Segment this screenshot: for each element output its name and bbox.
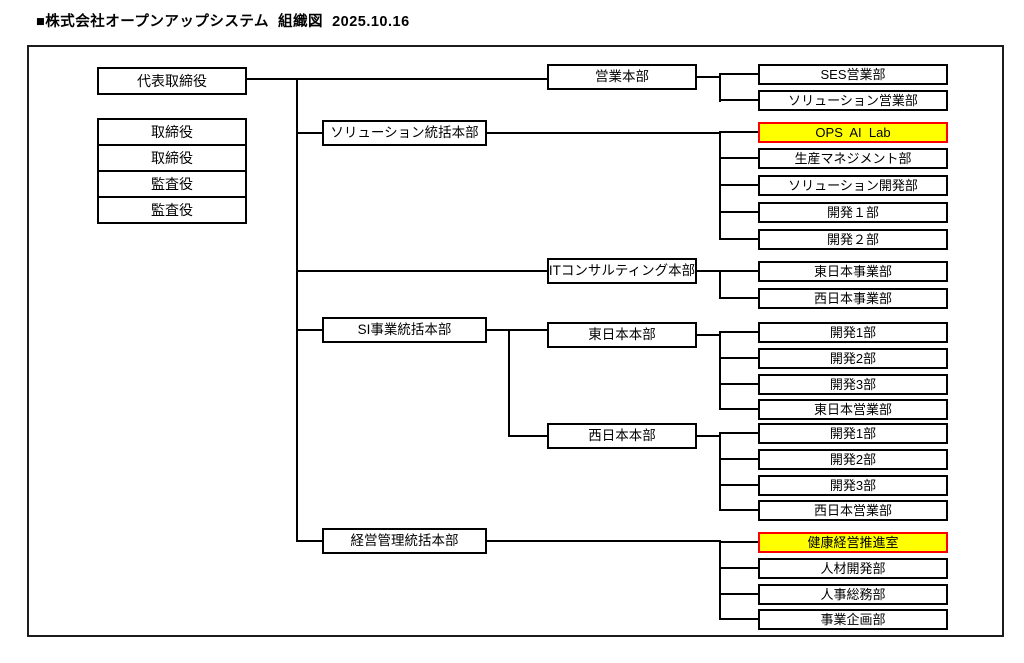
org-node-health-mgmt-office: 健康経営推進室 — [758, 532, 948, 553]
org-node-admin-hq: 経営管理統括本部 — [322, 528, 487, 554]
org-node-si-hq: SI事業統括本部 — [322, 317, 487, 343]
connector-line — [719, 238, 758, 240]
org-node-west-japan-hq: 西日本本部 — [547, 423, 697, 449]
org-node-ops-ai-lab: OPS AI Lab — [758, 122, 948, 143]
org-node-auditor: 監査役 — [97, 170, 247, 198]
connector-line — [719, 484, 758, 486]
connector-line — [719, 99, 758, 101]
org-node-east-dev3-dept: 開発3部 — [758, 374, 948, 395]
connector-line — [719, 331, 721, 410]
connector-line — [719, 331, 758, 333]
connector-line — [487, 132, 721, 134]
org-node-west-dev2-dept: 開発2部 — [758, 449, 948, 470]
connector-line — [719, 432, 758, 434]
connector-line — [697, 76, 721, 78]
org-node-west-sales-dept: 西日本営業部 — [758, 500, 948, 521]
connector-line — [719, 211, 758, 213]
connector-line — [296, 540, 322, 542]
connector-line — [719, 297, 758, 299]
org-node-ceo: 代表取締役 — [97, 67, 247, 95]
connector-line — [719, 270, 758, 272]
connector-line — [719, 458, 758, 460]
org-node-production-mgmt-dept: 生産マネジメント部 — [758, 148, 948, 169]
org-node-west-japan-biz-dept: 西日本事業部 — [758, 288, 948, 309]
org-node-officer: 取締役 — [97, 144, 247, 172]
connector-line — [487, 540, 721, 542]
connector-line — [296, 270, 547, 272]
page-title: ■株式会社オープンアップシステム 組織図 2025.10.16 — [36, 14, 410, 30]
connector-line — [719, 509, 758, 511]
connector-line — [719, 157, 758, 159]
org-node-officer: 取締役 — [97, 118, 247, 146]
connector-line — [719, 593, 758, 595]
org-node-east-japan-hq: 東日本本部 — [547, 322, 697, 348]
org-node-east-dev2-dept: 開発2部 — [758, 348, 948, 369]
connector-line — [719, 408, 758, 410]
org-node-west-dev1-dept: 開発1部 — [758, 423, 948, 444]
connector-line — [296, 132, 322, 134]
connector-line — [719, 432, 721, 511]
connector-line — [719, 184, 758, 186]
org-node-auditor: 監査役 — [97, 196, 247, 224]
org-node-ses-sales-dept: SES営業部 — [758, 64, 948, 85]
connector-line — [247, 78, 549, 80]
org-node-hr-dev-dept: 人材開発部 — [758, 558, 948, 579]
org-node-solution-sales-dept: ソリューション営業部 — [758, 90, 948, 111]
connector-line — [296, 78, 298, 542]
org-node-east-japan-biz-dept: 東日本事業部 — [758, 261, 948, 282]
connector-line — [508, 329, 510, 437]
org-node-dev2-dept: 開発２部 — [758, 229, 948, 250]
connector-line — [719, 383, 758, 385]
connector-line — [719, 73, 721, 102]
org-node-sales-hq: 営業本部 — [547, 64, 697, 90]
connector-line — [296, 329, 322, 331]
connector-line — [719, 618, 758, 620]
connector-line — [697, 435, 721, 437]
org-node-west-dev3-dept: 開発3部 — [758, 475, 948, 496]
connector-line — [697, 270, 721, 272]
org-node-hr-general-affairs-dept: 人事総務部 — [758, 584, 948, 605]
org-node-dev1-dept: 開発１部 — [758, 202, 948, 223]
connector-line — [719, 131, 758, 133]
connector-line — [719, 540, 721, 620]
connector-line — [719, 541, 758, 543]
connector-line — [719, 73, 758, 75]
org-node-it-consulting-hq: ITコンサルティング本部 — [547, 258, 697, 284]
connector-line — [719, 270, 721, 299]
connector-line — [719, 357, 758, 359]
org-node-east-dev1-dept: 開発1部 — [758, 322, 948, 343]
connector-line — [487, 329, 549, 331]
org-node-solution-hq: ソリューション統括本部 — [322, 120, 487, 146]
org-node-east-sales-dept: 東日本営業部 — [758, 399, 948, 420]
org-node-solution-dev-dept: ソリューション開発部 — [758, 175, 948, 196]
org-node-business-planning-dept: 事業企画部 — [758, 609, 948, 630]
connector-line — [697, 334, 721, 336]
connector-line — [719, 567, 758, 569]
connector-line — [508, 435, 549, 437]
chart-frame — [27, 45, 1004, 637]
